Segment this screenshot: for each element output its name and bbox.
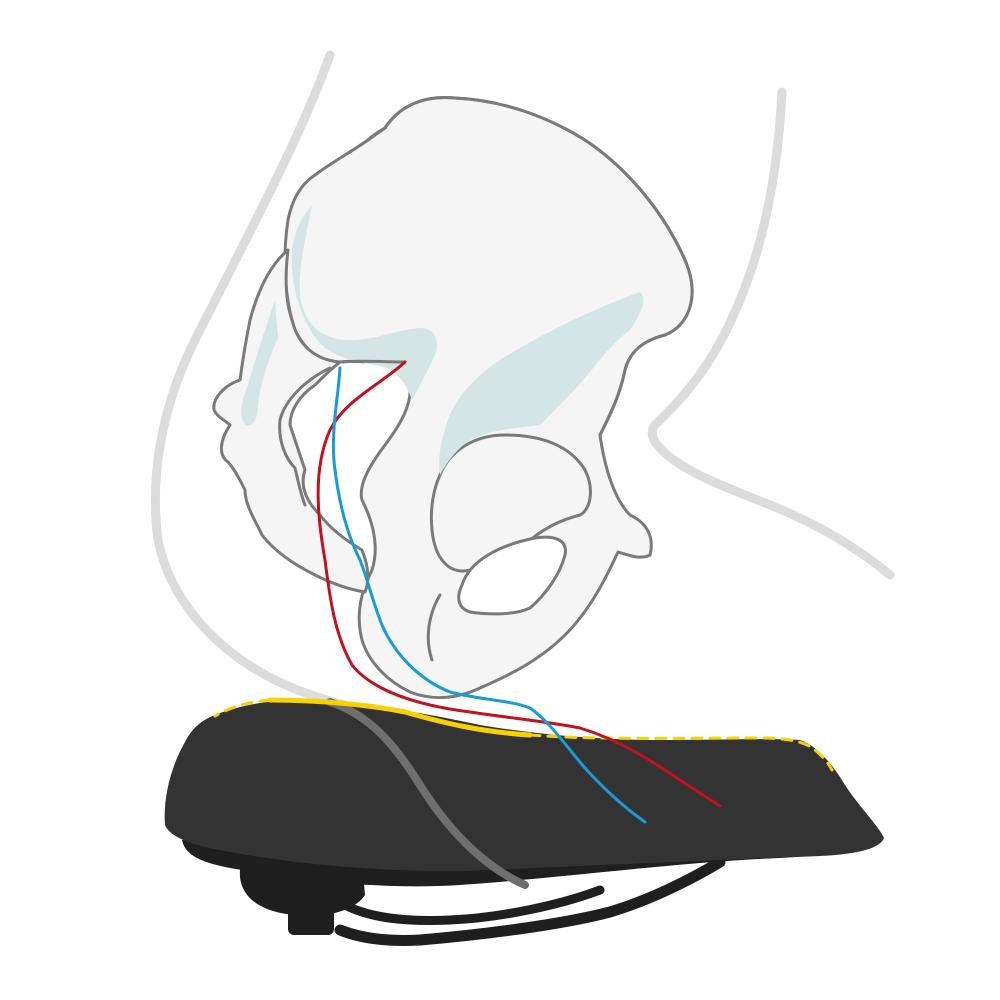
saddle-rail-front [334,856,726,946]
bone-shadow-right [439,292,644,475]
saddle-clamp-bolt [288,905,334,935]
ischium-line [426,593,442,662]
pelvis-bone-icon [212,95,694,700]
acetabulum [429,433,592,573]
obturator-foramen [457,535,567,616]
saddle-stripe [326,698,529,889]
sacrum [212,248,370,594]
body-outline-front [647,87,895,580]
saddle-top [164,700,884,871]
pressure-dashed-line-front [528,733,834,772]
body-silhouette-icon [150,50,895,710]
nerve-red [316,360,722,808]
bicycle-saddle-icon [164,698,884,946]
saddle-rail-back [340,885,605,925]
vessel-line-icon [331,366,647,824]
vessel-blue [331,366,647,824]
pelvis-crest-notch [338,126,407,364]
bone-shadow-sacrum [241,300,278,426]
nerve-line-icon [316,360,722,808]
pressure-contour-icon [213,697,834,772]
body-outline-back [150,50,350,710]
pressure-solid-line [267,697,533,738]
pelvis-outline-overlay [383,95,694,437]
pressure-dashed-line-back [213,698,272,718]
sacrum-inner-line [278,366,332,507]
bone-shadow-left [291,205,437,400]
